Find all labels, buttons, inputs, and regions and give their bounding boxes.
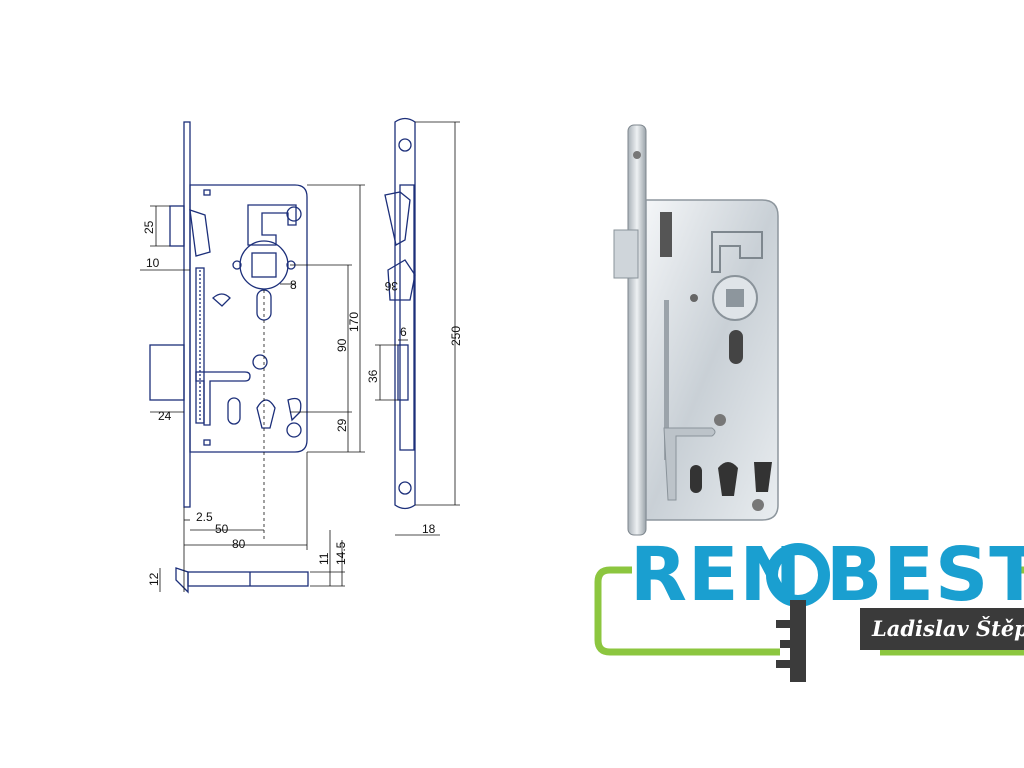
follower-hub (239, 240, 289, 290)
owner-name: Ladislav Štěpán (871, 616, 1024, 641)
dim-25: 25 (142, 220, 156, 234)
dim-11: 11 (317, 552, 331, 565)
dim-10: 10 (146, 256, 160, 270)
dim-36b: 36 (384, 279, 398, 293)
keyhole (256, 399, 276, 429)
dim-24: 24 (158, 409, 172, 423)
latch-bolt (169, 205, 185, 247)
dim-14-5: 14.5 (334, 541, 348, 565)
dim-250: 250 (449, 326, 463, 346)
dim-50: 50 (215, 522, 229, 536)
dim-36: 36 (366, 369, 380, 383)
owner-banner (860, 608, 1024, 650)
dim-8: 8 (290, 278, 297, 292)
dim-6: 6 (400, 325, 407, 339)
lever-cutout (247, 204, 297, 246)
dim-90: 90 (335, 338, 349, 352)
logo-frame (594, 566, 780, 656)
deadbolt (149, 344, 185, 401)
t-bar (195, 371, 251, 426)
lock-body (189, 184, 308, 453)
dim-12: 12 (147, 572, 161, 586)
dim-170: 170 (347, 312, 361, 332)
brand-text-right: BEST (826, 532, 1024, 618)
dim-80: 80 (232, 537, 246, 551)
dim-18: 18 (422, 522, 436, 536)
dim-29: 29 (335, 418, 349, 432)
key-icon (766, 543, 830, 682)
dim-2-5: 2.5 (196, 510, 213, 524)
